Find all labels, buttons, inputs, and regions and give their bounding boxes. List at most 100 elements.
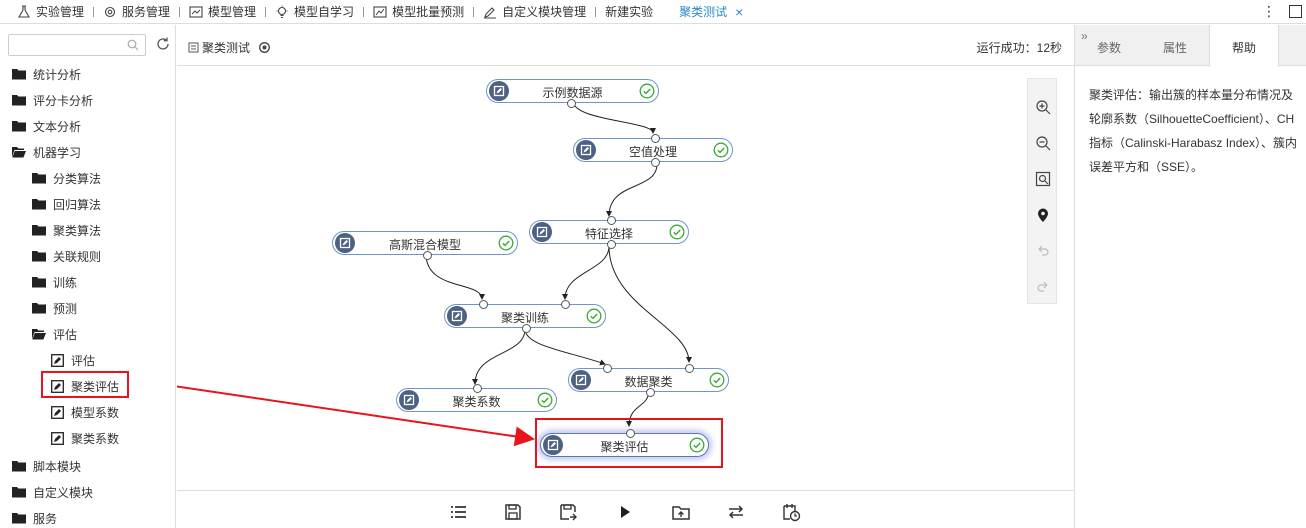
module-icon (51, 353, 64, 367)
properties-panel: » 参数 属性 帮助 聚类评估：输出簇的样本量分布情况及轮廓系数（Silhoue… (1074, 25, 1306, 528)
tree-item-module-cluster-eval[interactable]: 聚类评估 (51, 373, 119, 399)
run-icon[interactable] (615, 502, 635, 522)
locate-icon[interactable] (1035, 207, 1051, 223)
tree-item-regression[interactable]: 回归算法 (32, 191, 101, 217)
success-check-icon (586, 308, 602, 324)
success-check-icon (709, 372, 725, 388)
node-port[interactable] (423, 251, 432, 260)
node-source[interactable]: 示例数据源 (486, 79, 659, 108)
list-icon[interactable] (448, 502, 468, 522)
node-port[interactable] (567, 99, 576, 108)
tab-properties[interactable]: 属性 (1163, 41, 1188, 55)
tab-model-self-learning[interactable]: 模型自学习 (270, 0, 359, 24)
node-type-icon (447, 306, 467, 326)
node-port[interactable] (685, 364, 694, 373)
node-port[interactable] (479, 300, 488, 309)
close-icon[interactable]: × (735, 3, 744, 20)
canvas-toolbar (177, 490, 1074, 528)
node-port[interactable] (626, 429, 635, 438)
edit-icon (484, 6, 497, 19)
tree-item-scorecard[interactable]: 评分卡分析 (12, 87, 93, 113)
undo-icon[interactable] (1035, 243, 1051, 259)
tab-service-management[interactable]: 服务管理 (98, 0, 175, 24)
tree-item-prediction[interactable]: 预测 (32, 295, 77, 321)
folder-icon (32, 199, 46, 210)
run-status: 运行成功：12秒 (976, 41, 1062, 55)
tree-item-custom-module[interactable]: 自定义模块 (12, 479, 93, 505)
node-port[interactable] (651, 134, 660, 143)
search-input[interactable] (9, 35, 121, 55)
tab-params[interactable]: 参数 (1097, 41, 1122, 55)
tab-model-batch-prediction[interactable]: 模型批量预测 (368, 0, 469, 24)
node-port[interactable] (607, 240, 616, 249)
tab-experiment-management[interactable]: 实验管理 (12, 0, 89, 24)
node-port[interactable] (646, 388, 655, 397)
node-data-cluster[interactable]: 数据聚类 (568, 364, 729, 397)
switch-icon[interactable] (726, 502, 746, 522)
tab-model-management[interactable]: 模型管理 (184, 0, 261, 24)
node-port[interactable] (473, 384, 482, 393)
tab-custom-module-management[interactable]: 自定义模块管理 (478, 0, 591, 24)
module-icon (51, 431, 64, 445)
node-cluster-eval[interactable]: 聚类评估 (540, 429, 709, 457)
node-type-icon (489, 81, 509, 101)
node-port[interactable] (603, 364, 612, 373)
redo-icon[interactable] (1035, 279, 1051, 295)
module-icon (51, 405, 64, 419)
tree-item-association-rules[interactable]: 关联规则 (32, 243, 101, 269)
node-cluster-train[interactable]: 聚类训练 (444, 300, 606, 333)
node-feature-select[interactable]: 特征选择 (529, 216, 689, 249)
node-port[interactable] (607, 216, 616, 225)
node-type-icon (532, 222, 552, 242)
node-gmm[interactable]: 高斯混合模型 (332, 231, 518, 260)
export-folder-icon[interactable] (671, 502, 691, 522)
tree-item-machine-learning[interactable]: 机器学习 (12, 139, 81, 165)
tree-item-script-module[interactable]: 脚本模块 (12, 453, 81, 479)
annotation-result-box (535, 418, 723, 468)
refresh-icon[interactable] (155, 36, 171, 52)
tree-item-classification[interactable]: 分类算法 (32, 165, 101, 191)
tree-item-module-cluster-coeff[interactable]: 聚类系数 (51, 425, 119, 451)
tab-clustering-test[interactable]: 聚类测试 × (679, 3, 744, 20)
save-icon[interactable] (503, 502, 523, 522)
search-box[interactable] (8, 34, 146, 56)
tree-item-training[interactable]: 训练 (32, 269, 77, 295)
node-cluster-coeff[interactable]: 聚类系数 (396, 384, 557, 412)
line-chart-icon (373, 5, 387, 18)
node-null-process[interactable]: 空值处理 (573, 134, 733, 167)
tree-item-module-evaluate[interactable]: 评估 (51, 347, 95, 373)
more-icon[interactable]: ⋮ (1262, 3, 1276, 19)
component-sidebar: 统计分析评分卡分析文本分析机器学习分类算法回归算法聚类算法关联规则训练预测评估评… (0, 25, 176, 528)
save-as-icon[interactable] (558, 502, 578, 522)
maximize-icon[interactable] (1289, 5, 1302, 18)
workflow-canvas[interactable]: 示例数据源空值处理特征选择高斯混合模型聚类训练数据聚类聚类系数聚类评估 (177, 66, 1074, 490)
folder-icon (32, 277, 46, 288)
tab-new-experiment[interactable]: 新建实验 (605, 5, 654, 19)
fit-view-icon[interactable] (1035, 171, 1051, 187)
success-check-icon (498, 235, 514, 251)
tree-item-service[interactable]: 服务 (12, 505, 57, 528)
experiment-title: 聚类测试 (187, 39, 273, 56)
annotation-arrow (177, 385, 535, 447)
folder-icon (12, 461, 26, 472)
settings-icon[interactable] (258, 41, 271, 54)
zoom-out-icon[interactable] (1035, 135, 1051, 151)
annotation-highlight-box (41, 371, 129, 398)
folder-icon (32, 173, 46, 184)
tree-item-module-model-coeff[interactable]: 模型系数 (51, 399, 119, 425)
tree-item-statistics[interactable]: 统计分析 (12, 61, 81, 87)
node-port[interactable] (561, 300, 570, 309)
tree-item-evaluation[interactable]: 评估 (32, 321, 77, 347)
zoom-in-icon[interactable] (1035, 99, 1051, 115)
schedule-icon[interactable] (781, 502, 801, 522)
folder-icon (32, 303, 46, 314)
edge-train-to-cluster (524, 328, 606, 366)
tree-item-clustering[interactable]: 聚类算法 (32, 217, 101, 243)
tab-help[interactable]: 帮助 (1209, 25, 1279, 67)
node-port[interactable] (522, 324, 531, 333)
collapse-icon[interactable]: » (1081, 29, 1088, 43)
success-check-icon (669, 224, 685, 240)
search-icon[interactable] (127, 39, 139, 51)
tree-item-text-analysis[interactable]: 文本分析 (12, 113, 81, 139)
node-port[interactable] (651, 158, 660, 167)
